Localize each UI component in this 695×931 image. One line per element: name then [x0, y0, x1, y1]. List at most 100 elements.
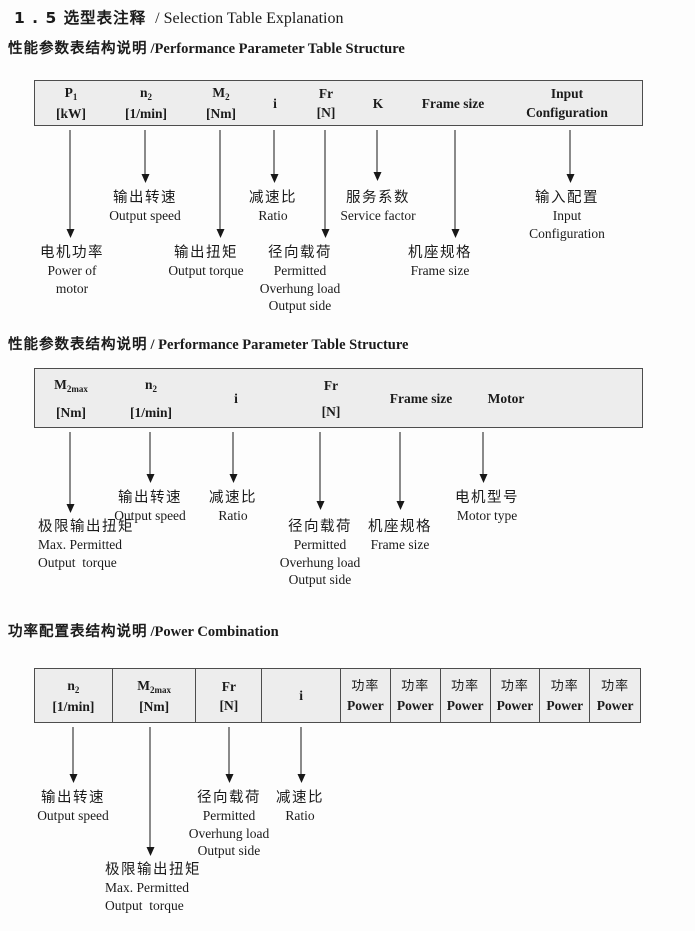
column-subscript: 2 [225, 92, 230, 102]
down-arrow [451, 130, 460, 238]
section-heading: 功率配置表结构说明/Power Combination [8, 620, 279, 641]
arrow-line [228, 727, 230, 774]
column-unit: [1/min] [52, 698, 95, 714]
column-unit: Power [446, 698, 484, 713]
callout-label-en: Output speed [114, 508, 186, 523]
arrow-line [69, 432, 71, 504]
arrow-line [569, 130, 571, 174]
table-column-header: n2[1/min] [130, 369, 172, 427]
column-symbol: n2 [140, 85, 152, 102]
column-unit: [N] [316, 105, 336, 120]
arrow-head-icon [479, 474, 487, 483]
down-arrow [396, 432, 405, 510]
callout-label-en: Output side [288, 572, 352, 587]
arrow-head-icon [451, 229, 459, 238]
column-symbol-text: M [137, 677, 150, 693]
column-symbol-text: i [234, 390, 238, 406]
callout-label: 电机型号 Motor type [455, 490, 519, 525]
arrow-head-icon [141, 174, 149, 183]
column-subscript: 1 [72, 92, 78, 102]
column-symbol-cn: 功率 [500, 679, 529, 694]
column-unit: Power [546, 698, 584, 713]
down-arrow [270, 130, 279, 183]
column-symbol: 功率 [501, 678, 529, 694]
callout-label: 减速比 Ratio [209, 490, 257, 525]
column-symbol-text: i [273, 95, 277, 111]
callout-label-cn: 电机功率 [40, 245, 104, 261]
arrow-head-icon [396, 501, 404, 510]
column-unit: [Nm] [206, 106, 236, 121]
arrow-line [454, 130, 456, 229]
callout-label-en: Motor type [456, 508, 518, 523]
column-symbol-cn: 功率 [550, 679, 579, 694]
section-heading-cn: 性能参数表结构说明 [8, 41, 148, 57]
callout-label-cn: 减速比 [209, 490, 257, 506]
callout-label-en: Max. Permitted [105, 880, 189, 895]
callout-label-en: Output speed [37, 808, 109, 823]
arrow-head-icon [297, 774, 305, 783]
column-symbol: Frame size [422, 96, 485, 111]
callout-label-en: Input [552, 208, 582, 223]
callout-label-cn: 输出转速 [41, 790, 105, 806]
page-title-cn: 1 . 5 选型表注释 [14, 9, 147, 27]
arrow-head-icon [566, 174, 574, 183]
section-heading-en: /Power Combination [150, 624, 279, 640]
arrow-head-icon [66, 229, 74, 238]
down-arrow [566, 130, 575, 183]
down-arrow [66, 432, 75, 513]
column-unit: [1/min] [130, 404, 172, 420]
column-symbol: 功率 [351, 678, 379, 694]
arrow-line [144, 130, 146, 174]
callout-label-en: Permitted [273, 263, 327, 278]
callout-label-cn: 机座规格 [408, 245, 472, 261]
column-subscript: 2max [149, 684, 171, 695]
column-symbol: M2 [212, 85, 229, 102]
callout-label: 输出转速 Output speed [37, 790, 109, 825]
callout-label-en: Configuration [529, 225, 605, 241]
down-arrow [229, 432, 238, 483]
callout-label-cn: 输出扭矩 [174, 245, 238, 261]
table-column-header: n2[1/min] [125, 81, 167, 125]
column-symbol: Input [551, 86, 583, 101]
callout-label-en: Ratio [218, 508, 248, 523]
column-symbol: n2 [67, 678, 79, 695]
callout-label-en: Max. Permitted [38, 537, 122, 552]
down-arrow [69, 727, 78, 783]
page-title-en: / Selection Table Explanation [155, 10, 344, 27]
callout-label-en: Service factor [340, 208, 416, 223]
callout-label-en: motor [55, 280, 89, 296]
table-column-header: P1[kW] [56, 81, 86, 125]
down-arrow [216, 130, 225, 238]
arrow-head-icon [146, 847, 154, 856]
section-heading-en: / Performance Parameter Table Structure [150, 337, 409, 353]
arrow-line [482, 432, 484, 474]
table-column-header: M2max[Nm] [54, 369, 88, 427]
down-arrow [146, 432, 155, 483]
column-symbol-cn: 功率 [451, 679, 480, 694]
arrow-line [399, 432, 401, 501]
down-arrow [316, 432, 325, 510]
column-unit: Power [496, 698, 534, 713]
callout-label-cn: 电机型号 [455, 490, 519, 506]
table-column-header: Motor [488, 369, 525, 427]
callout-label-cn: 径向载荷 [196, 790, 261, 806]
down-arrow [297, 727, 306, 783]
column-symbol: 功率 [451, 678, 479, 694]
callout-label-en: Ratio [258, 208, 288, 223]
table-column-header: 功率 Power [441, 669, 491, 722]
section-heading-en: /Performance Parameter Table Structure [150, 41, 405, 57]
column-symbol: M2max [54, 377, 88, 394]
table-column-header: M2max[Nm] [113, 669, 197, 722]
arrow-head-icon [146, 474, 154, 483]
callout-label-en: Permitted [293, 537, 347, 552]
